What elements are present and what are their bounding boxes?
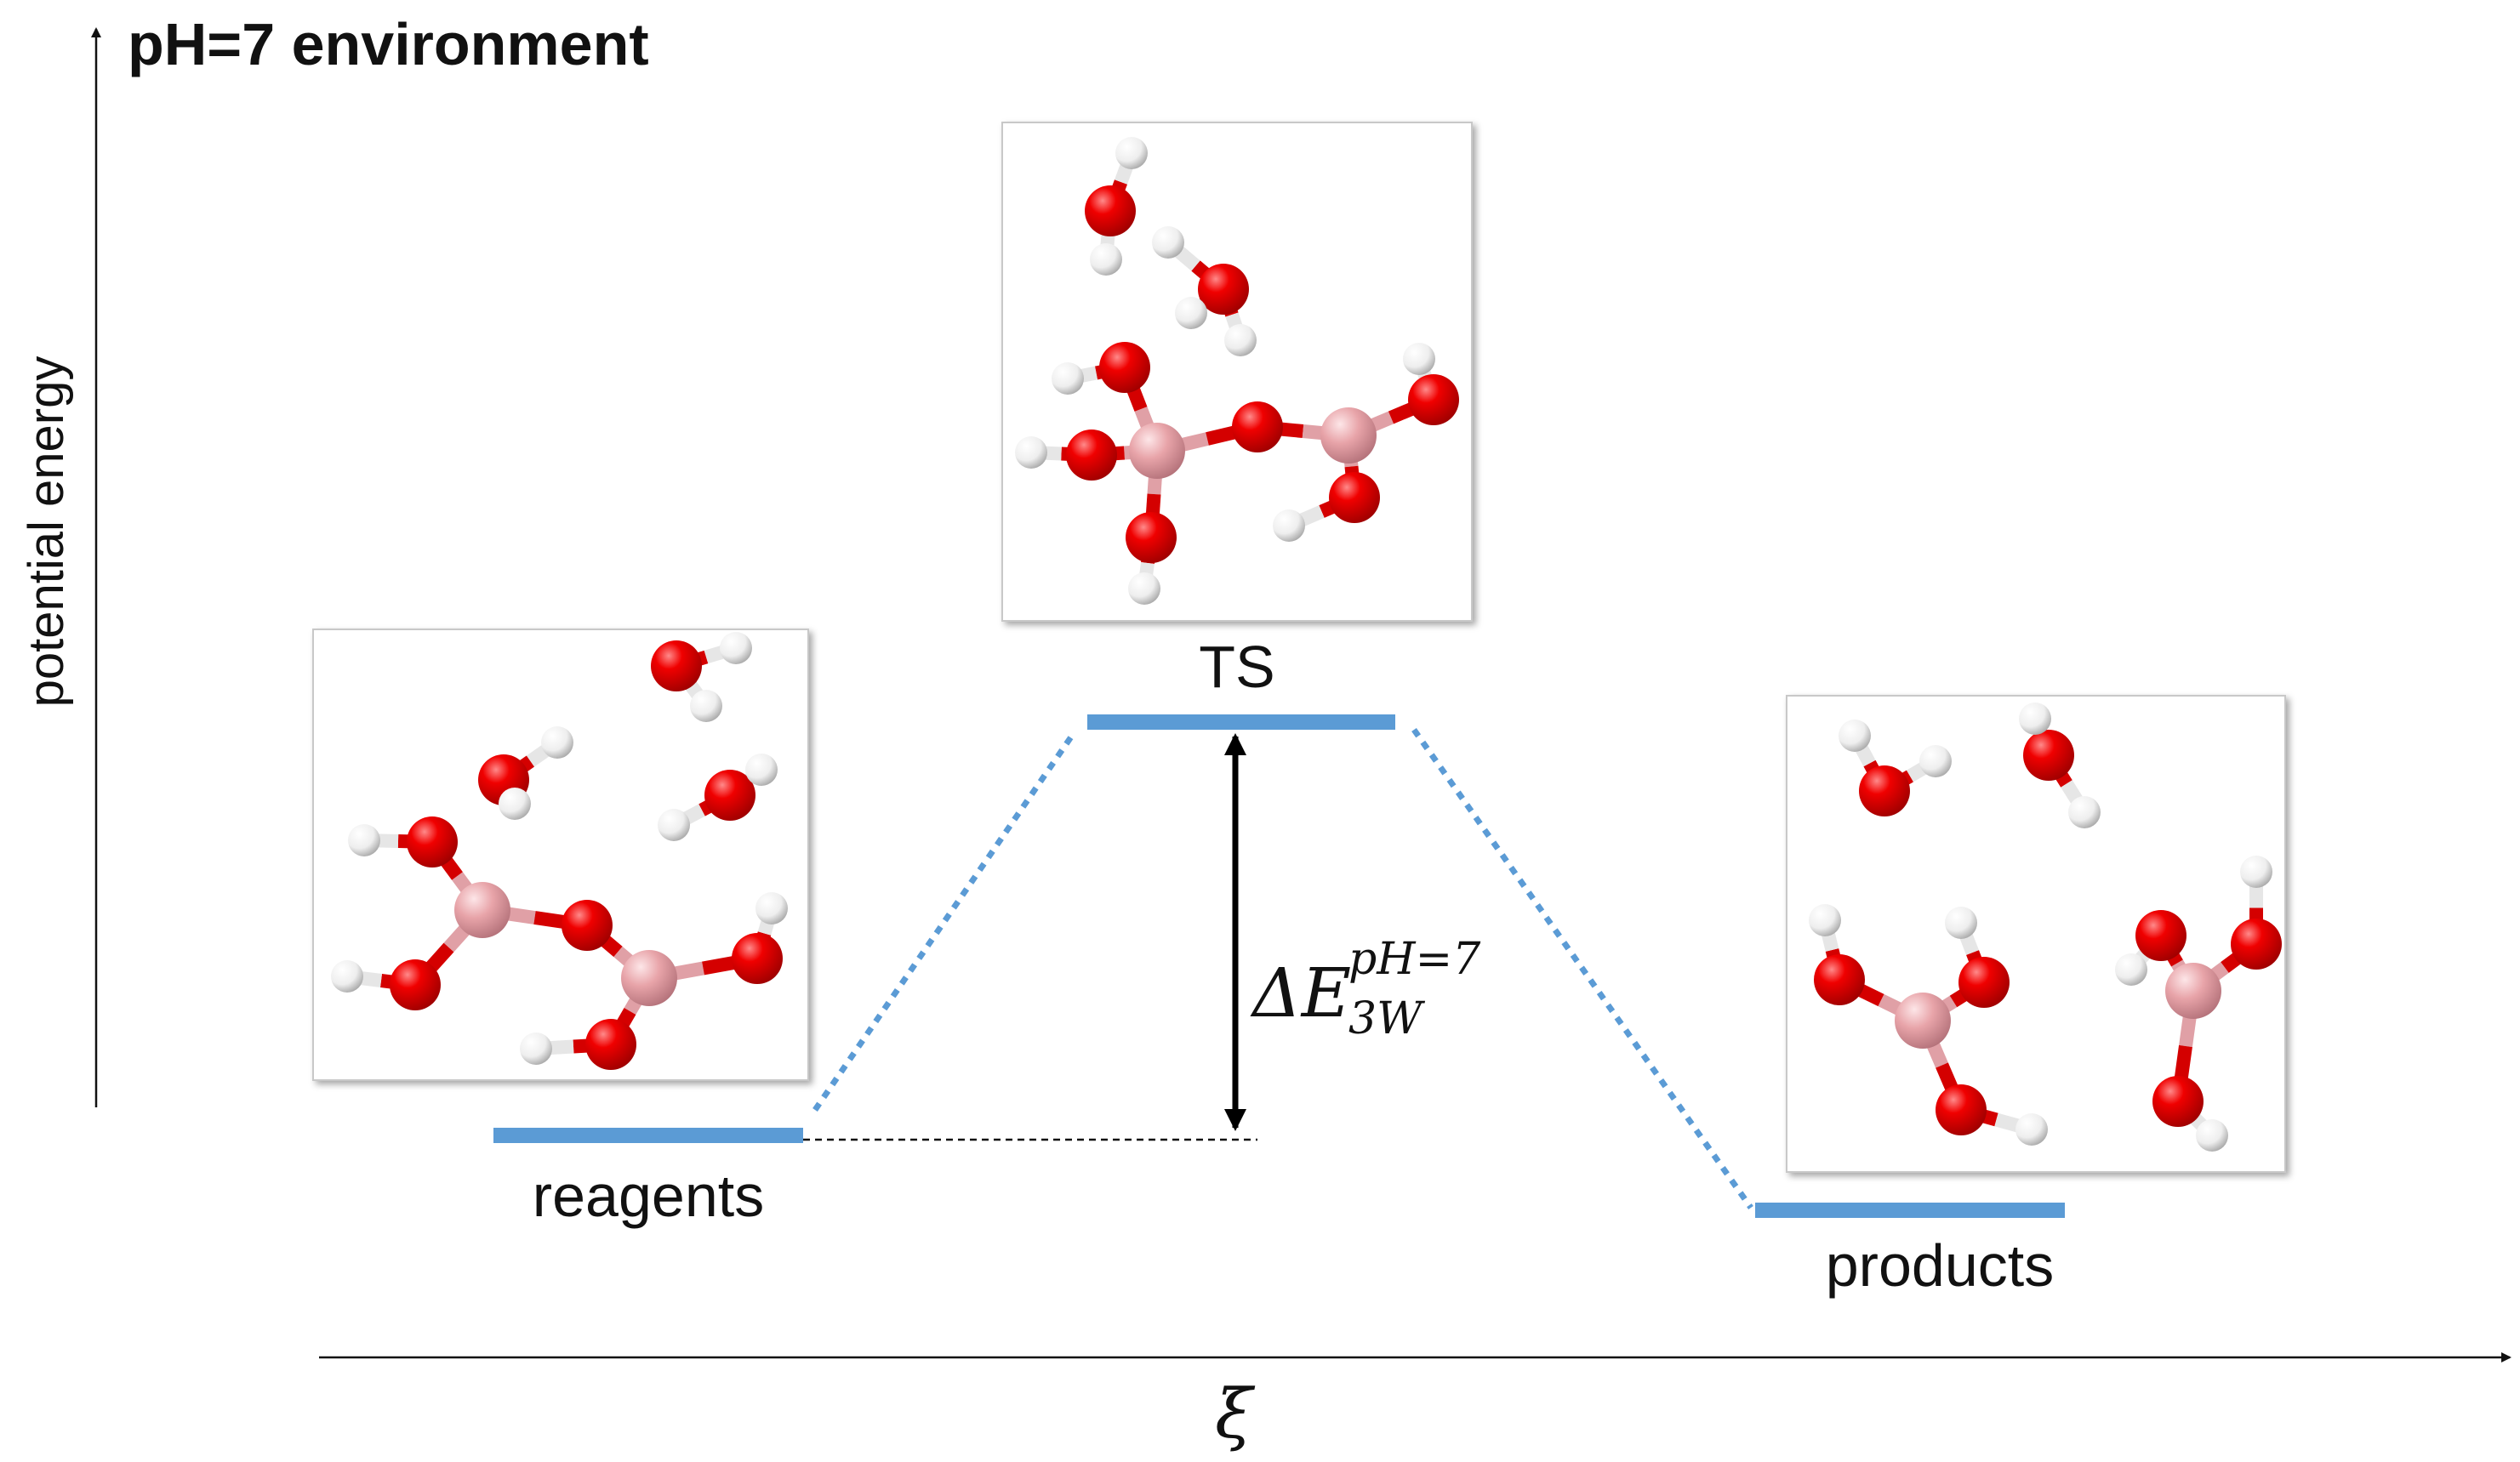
hydrogen-atom: [1403, 343, 1435, 375]
hydrogen-atom: [1015, 436, 1047, 469]
connector-reagents-ts: [812, 731, 1076, 1112]
hydrogen-atom: [1839, 720, 1871, 752]
oxygen-atom: [407, 816, 458, 868]
oxygen-atom: [732, 933, 783, 984]
hydrogen-atom: [2115, 953, 2147, 986]
hydrogen-atom: [1224, 324, 1257, 356]
hydrogen-atom: [1152, 226, 1184, 259]
products-structure-image: [1786, 695, 2286, 1173]
oxygen-atom: [1066, 429, 1117, 481]
reagents-label: reagents: [533, 1163, 764, 1229]
hydrogen-atom: [1175, 297, 1207, 329]
oxygen-atom: [2023, 730, 2074, 781]
hydrogen-atom: [690, 690, 722, 722]
oxygen-atom: [1408, 374, 1459, 425]
hydrogen-atom: [348, 824, 380, 856]
hydrogen-atom: [1115, 137, 1148, 169]
boron-atom: [454, 882, 510, 938]
connector-ts-products: [1411, 727, 1753, 1210]
oxygen-atom: [1958, 957, 2010, 1008]
hydrogen-atom: [1090, 243, 1122, 276]
oxygen-atom: [2152, 1076, 2204, 1127]
hydrogen-atom: [745, 754, 778, 786]
oxygen-atom: [1814, 954, 1865, 1005]
ts-label: TS: [1199, 634, 1274, 700]
boron-atom: [1129, 423, 1185, 479]
hydrogen-atom: [2068, 796, 2101, 828]
oxygen-atom: [2135, 910, 2186, 961]
oxygen-atom: [1232, 401, 1283, 452]
oxygen-atom: [390, 959, 441, 1010]
boron-atom: [1320, 407, 1377, 464]
barrier-superscript: pH=7: [1348, 934, 1481, 985]
boron-atom: [1895, 993, 1951, 1049]
oxygen-atom: [1329, 472, 1380, 523]
oxygen-atom: [2231, 919, 2282, 970]
reagents-structure-image: [312, 629, 809, 1081]
hydrogen-atom: [1273, 509, 1305, 542]
hydrogen-atom: [541, 726, 573, 759]
hydrogen-atom: [658, 809, 690, 841]
hydrogen-atom: [331, 960, 363, 993]
hydrogen-atom: [520, 1033, 552, 1065]
barrier-delta-e: ΔE: [1250, 953, 1351, 1033]
hydrogen-atom: [1919, 745, 1952, 777]
hydrogen-atom: [755, 892, 788, 924]
y-axis-label: potential energy: [19, 356, 74, 708]
hydrogen-atom: [2196, 1119, 2228, 1152]
oxygen-atom: [1099, 342, 1150, 393]
diagram-title: pH=7 environment: [128, 11, 649, 77]
oxygen-atom: [1085, 185, 1136, 236]
products-label: products: [1826, 1232, 2054, 1299]
oxygen-atom: [1198, 264, 1249, 315]
hydrogen-atom: [1809, 904, 1841, 936]
hydrogen-atom: [2015, 1113, 2048, 1146]
ts-structure-image: [1001, 122, 1473, 622]
oxygen-atom: [651, 640, 702, 691]
hydrogen-atom: [720, 632, 752, 664]
oxygen-atom: [562, 900, 613, 951]
barrier-subscript: 3W: [1348, 993, 1425, 1044]
oxygen-atom: [1936, 1084, 1987, 1135]
hydrogen-atom: [2240, 856, 2272, 888]
hydrogen-atom: [1052, 362, 1084, 395]
oxygen-atom: [1126, 512, 1177, 563]
oxygen-atom: [704, 770, 755, 821]
boron-atom: [2165, 963, 2221, 1019]
hydrogen-atom: [499, 788, 531, 820]
boron-atom: [621, 950, 677, 1006]
oxygen-atom: [1859, 765, 1910, 816]
x-axis-label: ξ: [1215, 1374, 1256, 1453]
oxygen-atom: [585, 1019, 636, 1070]
hydrogen-atom: [2019, 703, 2051, 735]
hydrogen-atom: [1128, 572, 1160, 605]
hydrogen-atom: [1945, 907, 1977, 939]
